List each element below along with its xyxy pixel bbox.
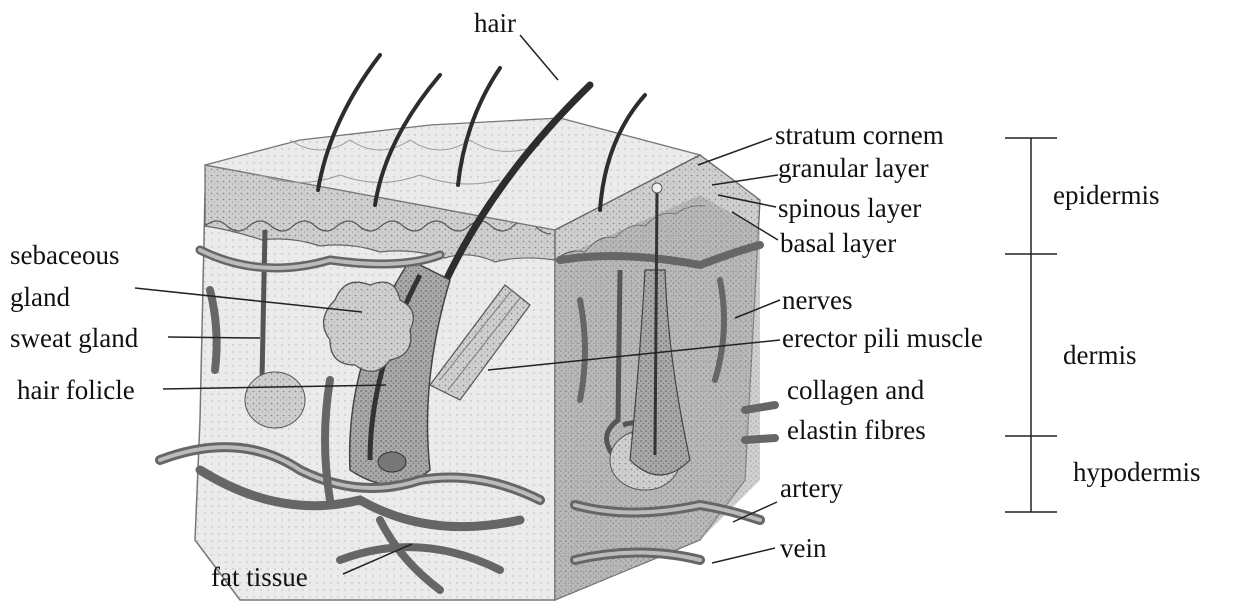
layer-dermis: dermis [1063, 340, 1137, 370]
label-basal-layer: basal layer [780, 228, 896, 258]
label-spinous-layer: spinous layer [778, 193, 921, 223]
label-fat-tissue: fat tissue [211, 562, 308, 592]
label-vein: vein [780, 533, 827, 563]
layer-bracket [1005, 138, 1057, 512]
label-collagen-line1: collagen and [787, 375, 924, 405]
label-nerves: nerves [782, 285, 852, 315]
label-erector-pili-muscle: erector pili muscle [782, 323, 983, 353]
label-hair: hair [474, 8, 516, 38]
label-stratum-cornem: stratum cornem [775, 120, 944, 150]
layer-epidermis: epidermis [1053, 180, 1159, 210]
label-sebaceous-gland-line2: gland [10, 282, 70, 312]
layer-hypodermis: hypodermis [1073, 457, 1201, 487]
label-sebaceous-gland-line1: sebaceous [10, 240, 119, 270]
label-granular-layer: granular layer [778, 153, 929, 183]
label-artery: artery [780, 473, 843, 503]
label-collagen-line2: elastin fibres [787, 415, 926, 445]
label-hair-folicle: hair folicle [17, 375, 135, 405]
label-sweat-gland: sweat gland [10, 323, 138, 353]
